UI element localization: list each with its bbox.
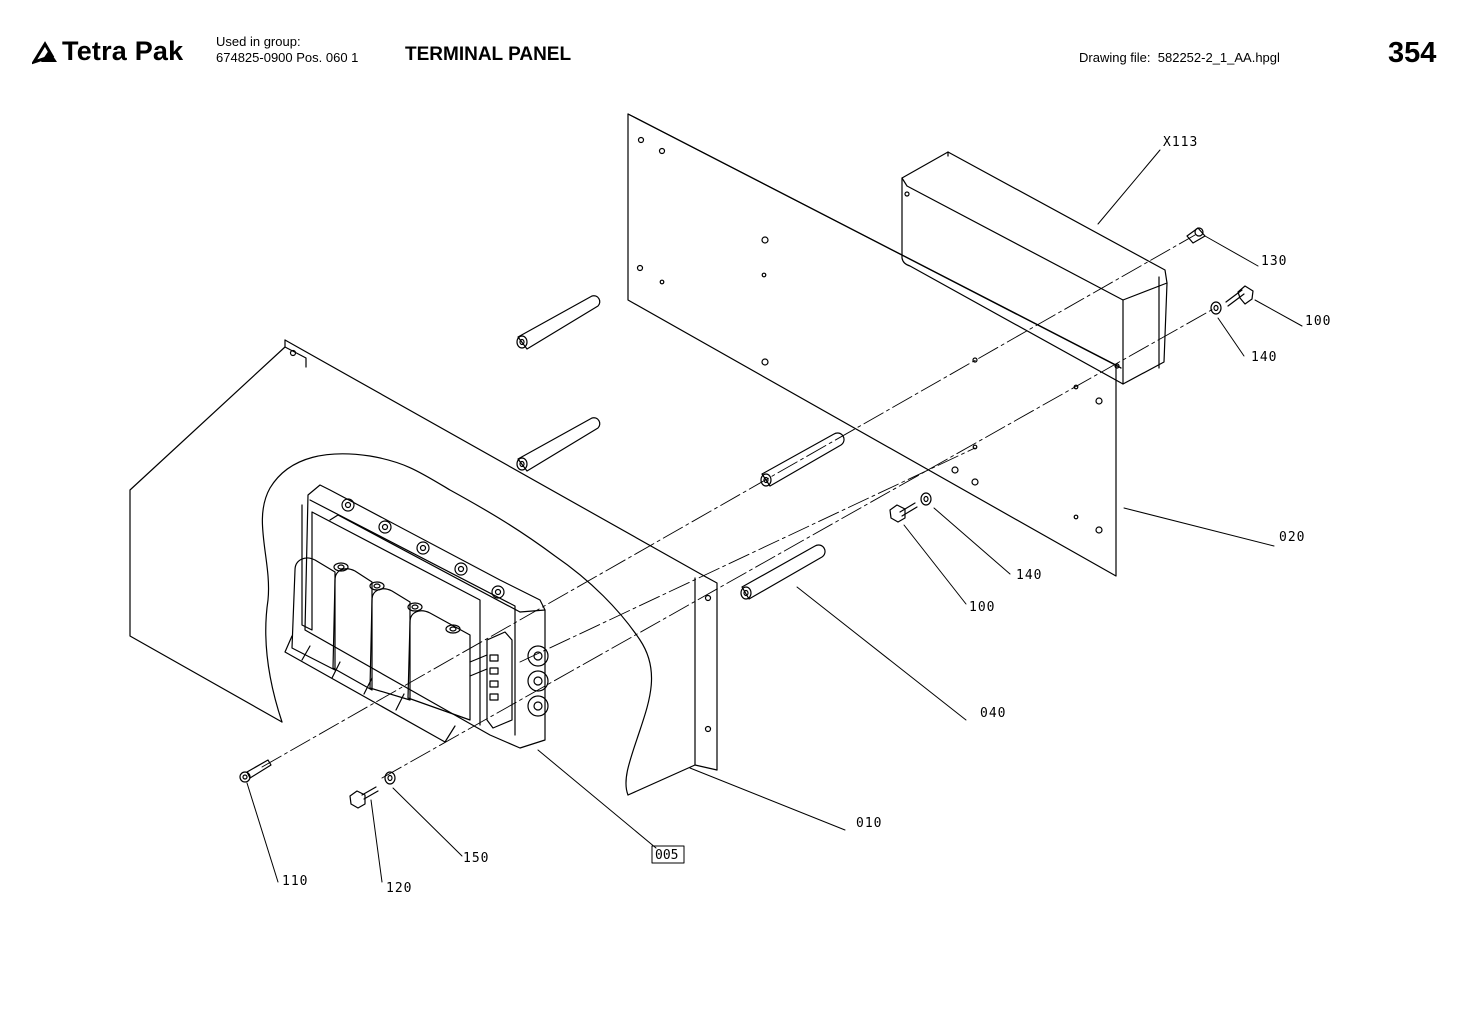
enclosure-x113 bbox=[901, 151, 1168, 385]
page-title: TERMINAL PANEL bbox=[405, 44, 572, 65]
callout-140-mid: 140 bbox=[1016, 568, 1042, 583]
spacers-040 bbox=[516, 295, 845, 600]
group-value: 674825-0900 Pos. 060 1 bbox=[216, 50, 359, 65]
page-number: 354 bbox=[1388, 37, 1437, 69]
mounting-plate-020 bbox=[627, 113, 1122, 577]
callout-010: 010 bbox=[856, 816, 882, 831]
callout-150: 150 bbox=[463, 851, 489, 866]
assembly-axis-lines bbox=[261, 234, 1216, 779]
brand-logo: Tetra Pak bbox=[32, 36, 183, 67]
callout-040: 040 bbox=[980, 706, 1006, 721]
drawing-file: Drawing file: 582252-2_1_AA.hpgl bbox=[1079, 50, 1280, 65]
callout-x113: X113 bbox=[1163, 135, 1198, 150]
callout-leaders bbox=[246, 149, 1303, 883]
front-housing-010 bbox=[129, 339, 718, 796]
terminal-block-005 bbox=[284, 484, 549, 749]
callout-005-box bbox=[651, 845, 685, 864]
callout-120: 120 bbox=[386, 881, 412, 896]
callout-130: 130 bbox=[1261, 254, 1287, 269]
fasteners bbox=[239, 227, 1254, 809]
callout-005: 005 bbox=[655, 848, 678, 863]
callout-140-top: 140 bbox=[1251, 350, 1277, 365]
callout-100-top: 100 bbox=[1305, 314, 1331, 329]
group-label: Used in group: bbox=[216, 34, 301, 49]
brand-name: Tetra Pak bbox=[62, 36, 184, 66]
header: Tetra Pak Used in group: 674825-0900 Pos… bbox=[0, 0, 1462, 90]
callout-020: 020 bbox=[1279, 530, 1305, 545]
used-in-group: Used in group: 674825-0900 Pos. 060 1 bbox=[216, 34, 358, 66]
tetra-pak-logo-icon bbox=[32, 40, 57, 64]
callout-100-mid: 100 bbox=[969, 600, 995, 615]
callout-110: 110 bbox=[282, 874, 308, 889]
